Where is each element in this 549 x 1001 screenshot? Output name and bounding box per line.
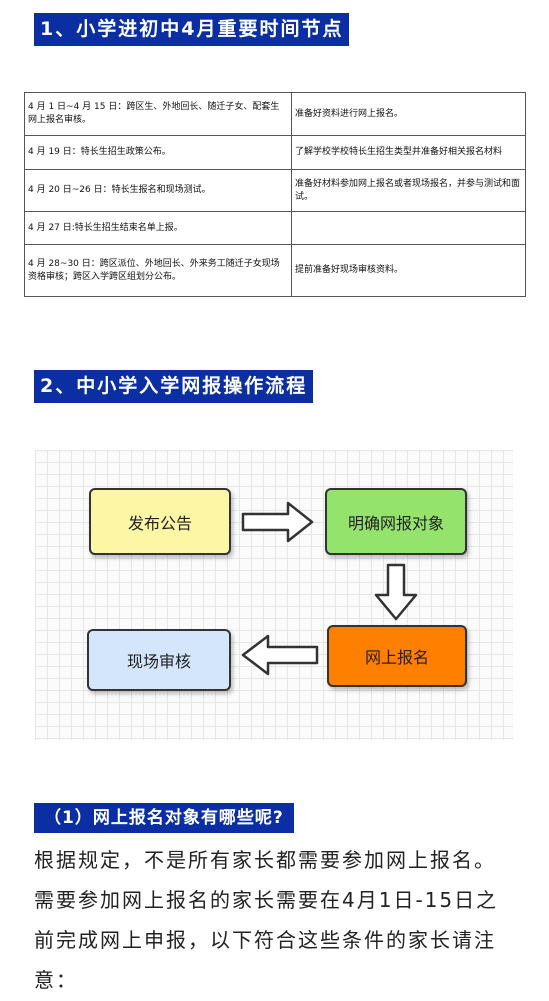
table-row: 4 月 19 日：特长生招生政策公布。 了解学校学校特长生招生类型并准备好相关报… — [24, 135, 526, 170]
flowchart: 发布公告 明确网报对象 网上报名 现场审核 — [35, 450, 513, 740]
table-row: 4 月 28~30 日：跨区派位、外地回长、外来务工随迁子女现场资格审核；跨区入… — [24, 244, 526, 297]
table-row: 4 月 20 日~26 日：特长生报名和现场测试。 准备好材料参加网上报名或者现… — [24, 169, 526, 212]
schedule-action-cell: 了解学校学校特长生招生类型并准备好相关报名材料 — [291, 135, 526, 170]
section1-title: 1、小学进初中4月重要时间节点 — [34, 13, 350, 46]
schedule-date-cell: 4 月 19 日：特长生招生政策公布。 — [24, 135, 292, 170]
schedule-date-cell: 4 月 28~30 日：跨区派位、外地回长、外来务工随迁子女现场资格审核；跨区入… — [24, 244, 292, 297]
arrow-left-icon — [241, 634, 319, 676]
schedule-action-cell — [291, 211, 526, 245]
schedule-date-cell: 4 月 27 日:特长生招生结束名单上报。 — [24, 211, 292, 245]
table-row: 4 月 1 日~4 月 15 日：跨区生、外地回长、随迁子女、配套生网上报名审核… — [24, 92, 526, 136]
section3-title: （1）网上报名对象有哪些呢? — [34, 803, 294, 833]
schedule-action-cell: 准备好材料参加网上报名或者现场报名，并参与测试和面试。 — [291, 169, 526, 212]
flow-step-target: 明确网报对象 — [325, 488, 467, 555]
table-row: 4 月 27 日:特长生招生结束名单上报。 — [24, 211, 526, 245]
body-paragraph: 根据规定，不是所有家长都需要参加网上报名。需要参加网上报名的家长需要在4月1日-… — [34, 848, 499, 992]
arrow-down-icon — [374, 563, 418, 621]
section2-title: 2、中小学入学网报操作流程 — [34, 370, 314, 403]
schedule-action-cell: 准备好资料进行网上报名。 — [291, 92, 526, 136]
schedule-date-cell: 4 月 1 日~4 月 15 日：跨区生、外地回长、随迁子女、配套生网上报名审核… — [24, 92, 292, 136]
schedule-action-cell: 提前准备好现场审核资料。 — [291, 244, 526, 297]
flow-step-onsite-review: 现场审核 — [87, 629, 231, 691]
arrow-right-icon — [241, 501, 314, 543]
schedule-table: 4 月 1 日~4 月 15 日：跨区生、外地回长、随迁子女、配套生网上报名审核… — [24, 92, 526, 297]
schedule-date-cell: 4 月 20 日~26 日：特长生报名和现场测试。 — [24, 169, 292, 212]
flow-step-announce: 发布公告 — [89, 488, 231, 555]
flow-step-online-registration: 网上报名 — [327, 625, 467, 687]
